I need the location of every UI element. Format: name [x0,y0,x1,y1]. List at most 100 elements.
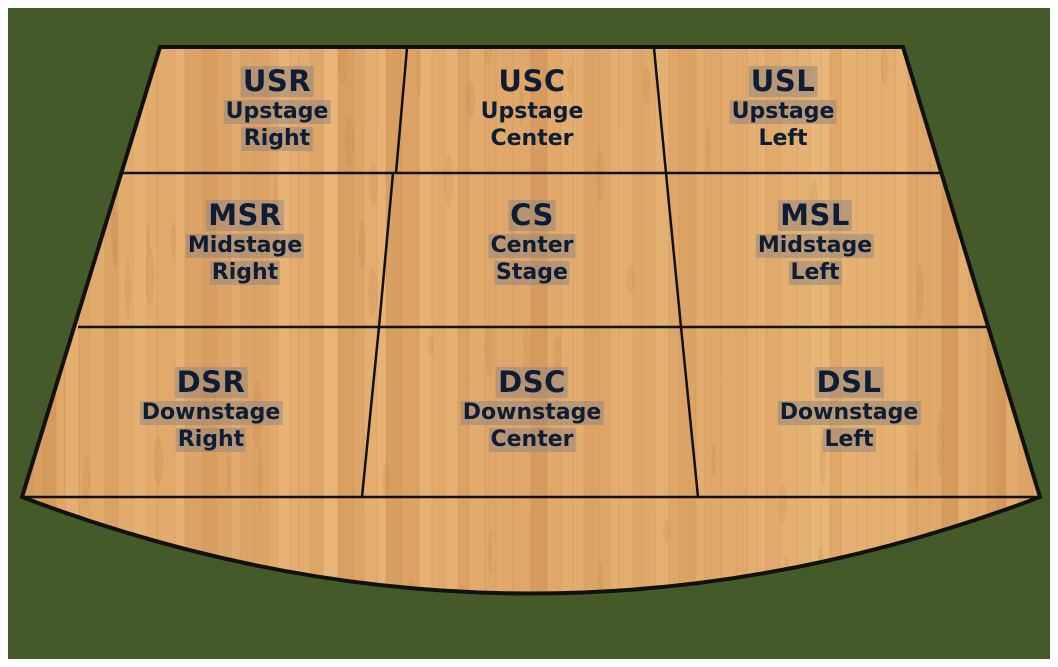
zone-usl: USL Upstage Left [729,66,837,151]
zone-line1: Upstage [729,99,837,124]
wood-knot [110,200,118,254]
wood-plank [364,47,377,594]
zone-dsl: DSL Downstage Left [777,365,921,452]
wood-plank [679,47,696,594]
wood-plank [458,47,469,594]
zone-abbr: DSR [174,365,248,399]
wood-plank [203,47,216,594]
wood-plank [310,47,323,594]
wood-plank [841,47,857,594]
zone-abbr: DSL [814,365,884,399]
wood-plank [513,47,531,594]
grid-divider-midstage-left [377,172,395,328]
wood-plank [254,47,268,594]
wood-knot [367,267,378,317]
wood-plank [917,47,930,594]
wood-plank [857,47,867,594]
wood-knot [485,322,495,377]
wood-plank [290,47,299,594]
wood-plank [419,47,432,594]
wood-knot [519,81,524,127]
wood-plank [354,47,364,594]
zone-line2: Center [490,126,574,151]
wood-plank [338,47,354,594]
wood-knot [465,81,476,119]
wood-plank [573,47,584,594]
wood-knot [444,153,453,208]
wood-plank [547,47,561,594]
wood-plank [610,47,619,594]
wood-plank [757,47,766,594]
wood-plank [867,47,882,594]
wood-plank [432,47,445,594]
wood-knot [596,148,604,202]
wood-knot [428,335,435,357]
wood-plank [821,47,830,594]
wood-knot [487,529,493,575]
zone-abbr: USC [498,64,566,98]
zone-usr: USR Upstage Right [223,66,331,151]
wood-plank [797,47,810,594]
wood-knot [916,263,924,319]
wood-knot [145,247,155,305]
zone-line1: Upstage [480,99,584,124]
wood-knot [153,435,164,487]
wood-plank [830,47,841,594]
zone-line2: Center [488,427,576,452]
wood-knot [553,336,562,376]
zone-msr: MSR Midstage Right [185,198,305,285]
zone-dsr: DSR Downstage Right [139,365,283,452]
zone-abbr: CS [508,198,556,232]
zone-line2: Right [175,427,247,452]
wood-plank [599,47,610,594]
stage-outline [19,45,1043,596]
zone-cs: CS Center Stage [488,198,576,285]
wood-knot [880,49,889,84]
wood-knot [567,66,575,95]
wood-plank [930,47,942,594]
grid-divider-upstage-left [394,47,409,174]
wood-knot [338,47,348,86]
wood-plank [531,47,547,594]
wood-plank [401,47,419,594]
wood-knot [914,449,919,488]
wood-plank [79,47,90,594]
wood-plank [445,47,458,594]
zone-abbr: MSR [206,198,284,232]
wood-knot [706,124,712,171]
wood-knot [416,47,422,97]
zone-dsc: DSC Downstage Center [460,367,604,452]
stage-grid [24,47,1040,499]
wood-plank [810,47,821,594]
zone-line1: Center [488,233,576,258]
wood-plank [231,47,241,594]
wood-knot [625,264,635,294]
wood-knot [125,258,131,320]
wood-knot [711,444,716,477]
wood-knot [257,446,264,512]
zone-line2: Stage [494,260,570,285]
wood-knot [642,67,651,106]
zone-line2: Left [822,427,876,452]
wood-plank [241,47,254,594]
wood-plank [696,47,705,594]
wood-plank [882,47,895,594]
wood-plank [969,47,978,594]
wood-knot [598,562,603,594]
zone-abbr: MSL [778,198,852,232]
wood-plank [157,47,175,594]
wood-plank [766,47,780,594]
wood-knot [369,162,378,207]
wood-knot [779,482,787,525]
wood-plank [669,47,679,594]
wood-plank [642,47,655,594]
zone-line2: Left [788,260,842,285]
wood-plank [185,47,203,594]
zone-usc: USC Upstage Center [479,66,586,151]
grid-divider-downstage-right [679,326,700,498]
wood-knot [382,462,390,496]
wood-plank [736,47,747,594]
wood-knot [344,116,354,168]
wood-plank [978,47,987,594]
